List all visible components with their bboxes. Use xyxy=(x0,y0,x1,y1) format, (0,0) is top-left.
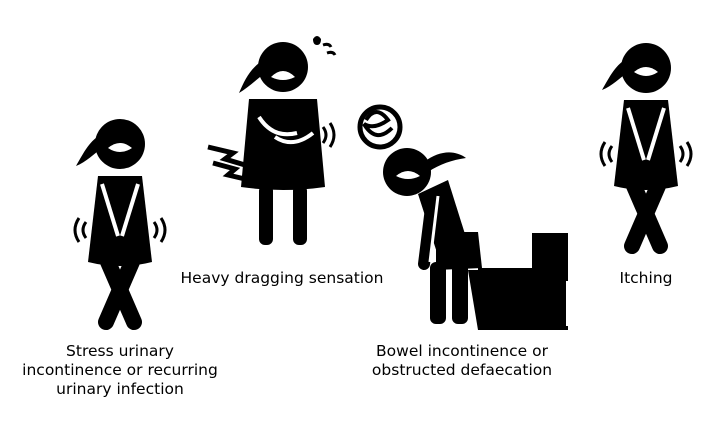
caption-line: Stress urinary xyxy=(66,342,174,360)
caption-line: Itching xyxy=(619,269,673,287)
itching-woman-icon xyxy=(601,43,691,246)
dragging-woman-icon xyxy=(207,36,337,245)
stress-woman-icon xyxy=(75,119,165,322)
caption-line: Heavy dragging sensation xyxy=(180,269,384,287)
toilet-icon xyxy=(468,233,568,330)
confusion-scribble-icon xyxy=(357,104,403,150)
caption-bowel: Bowel incontinence or obstructed defaeca… xyxy=(352,342,572,380)
caption-stress: Stress urinary incontinence or recurring… xyxy=(10,342,230,399)
caption-line: Bowel incontinence or xyxy=(376,342,548,360)
caption-dragging: Heavy dragging sensation xyxy=(172,269,392,288)
caption-line: obstructed defaecation xyxy=(371,361,553,379)
caption-line: incontinence or recurring xyxy=(22,361,218,379)
caption-itching: Itching xyxy=(586,269,706,288)
caption-line: urinary infection xyxy=(56,380,184,398)
bowel-woman-icon xyxy=(357,104,568,330)
